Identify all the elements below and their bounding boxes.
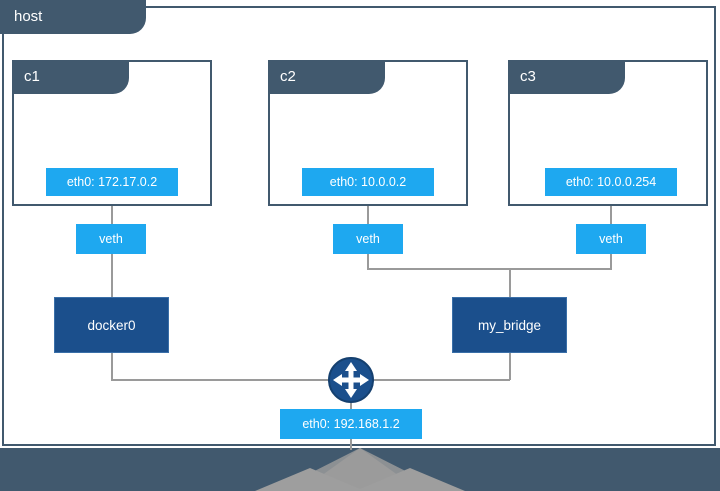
link-docker0-router: [111, 379, 351, 381]
veth-box-1: veth: [76, 224, 146, 254]
container-label-c3: c3: [520, 68, 536, 85]
four-way-arrow-icon: [327, 356, 375, 404]
bus-my-bridge: [367, 268, 612, 270]
interface-badge-c2: eth0: 10.0.0.2: [302, 168, 434, 196]
link-my-bridge-router: [351, 379, 510, 381]
link-bus-my-bridge: [509, 268, 511, 300]
bridge-docker0: docker0: [54, 297, 169, 353]
interface-badge-c3: eth0: 10.0.0.254: [545, 168, 677, 196]
host-interface-badge: eth0: 192.168.1.2: [280, 409, 422, 439]
mountain-shape-icon: [255, 448, 465, 491]
container-tab-c1: c1: [12, 60, 129, 94]
host-label: host: [14, 8, 43, 25]
bridge-my-bridge: my_bridge: [452, 297, 567, 353]
link-docker0-down: [111, 353, 113, 380]
link-my-bridge-down: [509, 353, 511, 380]
container-tab-c2: c2: [268, 60, 385, 94]
veth-box-2: veth: [333, 224, 403, 254]
container-tab-c3: c3: [508, 60, 625, 94]
host-tab: host: [0, 0, 146, 34]
container-label-c2: c2: [280, 68, 296, 85]
veth-box-3: veth: [576, 224, 646, 254]
link-eth0-external: [350, 438, 352, 450]
external-network-footer: [0, 448, 720, 491]
container-label-c1: c1: [24, 68, 40, 85]
interface-badge-c1: eth0: 172.17.0.2: [46, 168, 178, 196]
